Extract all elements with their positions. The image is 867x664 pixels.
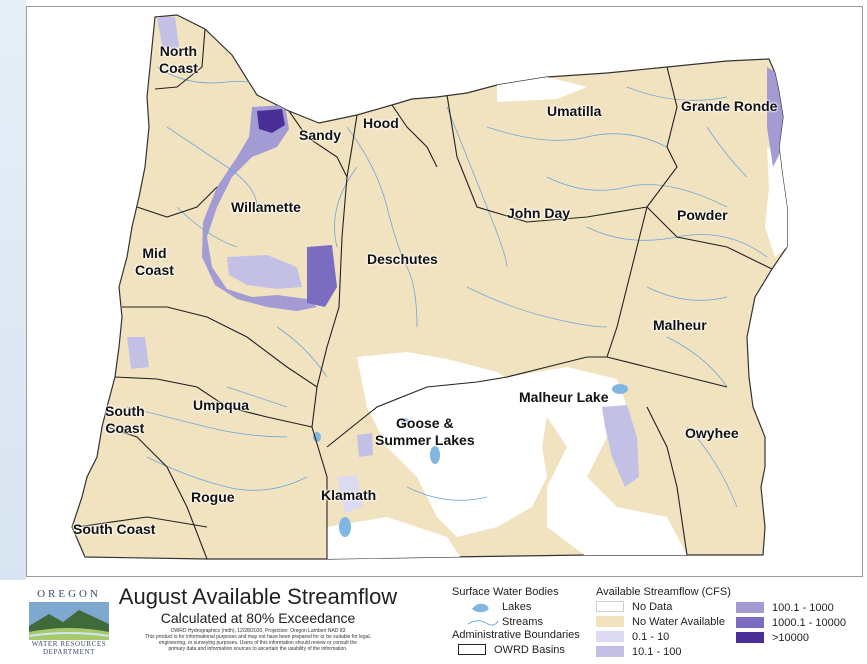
map-title: August Available Streamflow xyxy=(118,584,398,609)
patch-willamette-upper xyxy=(307,245,337,307)
no-data-zone-east xyxy=(765,147,787,257)
fine-print: OWRD Hydrographics (mdh), 12/28/2020, Pr… xyxy=(118,628,398,652)
basin-label-hood: Hood xyxy=(363,115,399,131)
legend-row-streams: Streams xyxy=(452,614,592,629)
map-frame: North Coast Sandy Hood Umatilla Grande R… xyxy=(26,6,863,577)
patch-snake-river xyxy=(767,67,783,167)
logo-bottom-line1: WATER RESOURCES xyxy=(31,640,107,648)
basin-label-goose-summer: Goose & Summer Lakes xyxy=(375,415,475,448)
lake-summer xyxy=(430,446,440,464)
patch-coast-area xyxy=(127,337,149,369)
class-label: 100.1 - 1000 xyxy=(772,601,834,614)
basin-label-klamath: Klamath xyxy=(321,487,377,503)
basin-label-john-day: John Day xyxy=(507,205,571,221)
swatch-no-data xyxy=(596,601,624,612)
basin-label-willamette: Willamette xyxy=(231,199,301,215)
lake-small xyxy=(401,418,409,426)
patch-columbia-high xyxy=(257,109,285,133)
map-subtitle: Calculated at 80% Exceedance xyxy=(160,610,356,626)
basin-label-umpqua: Umpqua xyxy=(193,397,249,413)
fine-print-line: engineering, or surveying purposes. User… xyxy=(158,640,358,646)
legend-surface-water: Surface Water Bodies Lakes Streams Admin… xyxy=(452,586,592,657)
surface-water-heading: Surface Water Bodies xyxy=(452,586,559,598)
legend-row-gt-10000: >10000 xyxy=(736,630,864,645)
lakes-label: Lakes xyxy=(502,600,532,613)
no-data-zone-south xyxy=(327,517,467,559)
lake-swatch-icon xyxy=(472,603,489,612)
patch-klamath-area xyxy=(337,475,363,513)
class-label: No Data xyxy=(632,600,673,613)
legend-row-1000-1-10000: 1000.1 - 10000 xyxy=(736,615,864,630)
basin-label-north-coast: North Coast xyxy=(159,43,198,76)
class-label: No Water Available xyxy=(632,615,725,628)
swatch-10-1-100 xyxy=(596,646,624,657)
legend-row-no-data: No Data xyxy=(596,599,736,614)
no-data-zone-north xyxy=(497,77,587,102)
patch-willamette-tributary xyxy=(227,255,302,289)
logo-landscape-icon xyxy=(29,602,109,640)
lake-klamath xyxy=(339,517,351,537)
legend-row-100-1-1000: 100.1 - 1000 xyxy=(736,600,864,615)
basin-label-south-coast-south: South Coast xyxy=(73,521,156,537)
basin-label-mid-coast: Mid Coast xyxy=(135,245,174,278)
basin-label-malheur-lake: Malheur Lake xyxy=(519,389,609,405)
class-label: 0.1 - 10 xyxy=(632,630,670,643)
streams-layer xyxy=(126,66,768,508)
legend-row-basins: OWRD Basins xyxy=(452,642,592,657)
class-label: 1000.1 - 10000 xyxy=(772,616,847,629)
oregon-map xyxy=(71,14,788,560)
swatch-100-1-1000 xyxy=(736,602,764,613)
fine-print-line: OWRD Hydrographics (mdh), 12/28/2020, Pr… xyxy=(170,628,346,634)
basin-swatch xyxy=(458,644,486,655)
swatch-no-water xyxy=(596,616,624,627)
owrd-logo: OREGON WATER RESOURCES DEPARTMENT xyxy=(28,588,110,662)
legend-streamflow-col2: 100.1 - 1000 1000.1 - 10000 >10000 xyxy=(736,600,864,645)
legend-row-0-1-10: 0.1 - 10 xyxy=(596,629,736,644)
title-block: August Available Streamflow Calculated a… xyxy=(118,584,398,652)
class-label: 10.1 - 100 xyxy=(632,645,682,658)
legend-row-no-water: No Water Available xyxy=(596,614,736,629)
swatch-gt-10000 xyxy=(736,632,764,643)
basin-boundaries xyxy=(76,28,773,559)
basin-label-south-coast-north: South Coast xyxy=(105,403,145,436)
class-label: >10000 xyxy=(772,631,810,644)
streams-label: Streams xyxy=(502,615,543,628)
basin-label-rogue: Rogue xyxy=(191,489,235,505)
basins-label: OWRD Basins xyxy=(494,643,565,656)
basin-label-powder: Powder xyxy=(677,207,728,223)
swatch-0-1-10 xyxy=(596,631,624,642)
logo-bottom-line2: DEPARTMENT xyxy=(43,648,95,656)
admin-heading: Administrative Boundaries xyxy=(452,629,580,641)
logo-top-text: OREGON xyxy=(37,588,101,600)
lake-crater xyxy=(313,432,321,442)
patch-willamette-main xyxy=(202,105,317,311)
lake-malheur xyxy=(612,384,628,394)
basin-label-deschutes: Deschutes xyxy=(367,251,438,267)
basin-label-sandy: Sandy xyxy=(299,127,342,143)
legend-row-10-1-100: 10.1 - 100 xyxy=(596,644,736,659)
basin-label-owyhee: Owyhee xyxy=(685,425,739,441)
legend-area: OREGON WATER RESOURCES DEPARTMENT August… xyxy=(0,580,867,664)
side-strip xyxy=(0,0,26,664)
patch-north-coast xyxy=(157,17,179,51)
basin-label-grande-ronde: Grande Ronde xyxy=(681,98,778,114)
basin-label-umatilla: Umatilla xyxy=(547,103,602,119)
swatch-1000-1-10000 xyxy=(736,617,764,628)
legend-row-lakes: Lakes xyxy=(452,599,592,614)
no-data-zone-malheur-lake xyxy=(507,367,687,557)
fine-print-line: primary data and information sources to … xyxy=(168,646,348,652)
patch-goose-lake-area xyxy=(357,433,373,457)
no-data-zone-goose xyxy=(357,352,547,537)
streamflow-heading: Available Streamflow (CFS) xyxy=(596,586,731,598)
patch-malheur-lake-area xyxy=(602,405,639,487)
legend-streamflow-col1: Available Streamflow (CFS) No Data No Wa… xyxy=(596,586,736,659)
fine-print-line: This product is for informational purpos… xyxy=(145,634,371,640)
basin-label-malheur: Malheur xyxy=(653,317,707,333)
stream-swatch-icon xyxy=(467,619,499,626)
